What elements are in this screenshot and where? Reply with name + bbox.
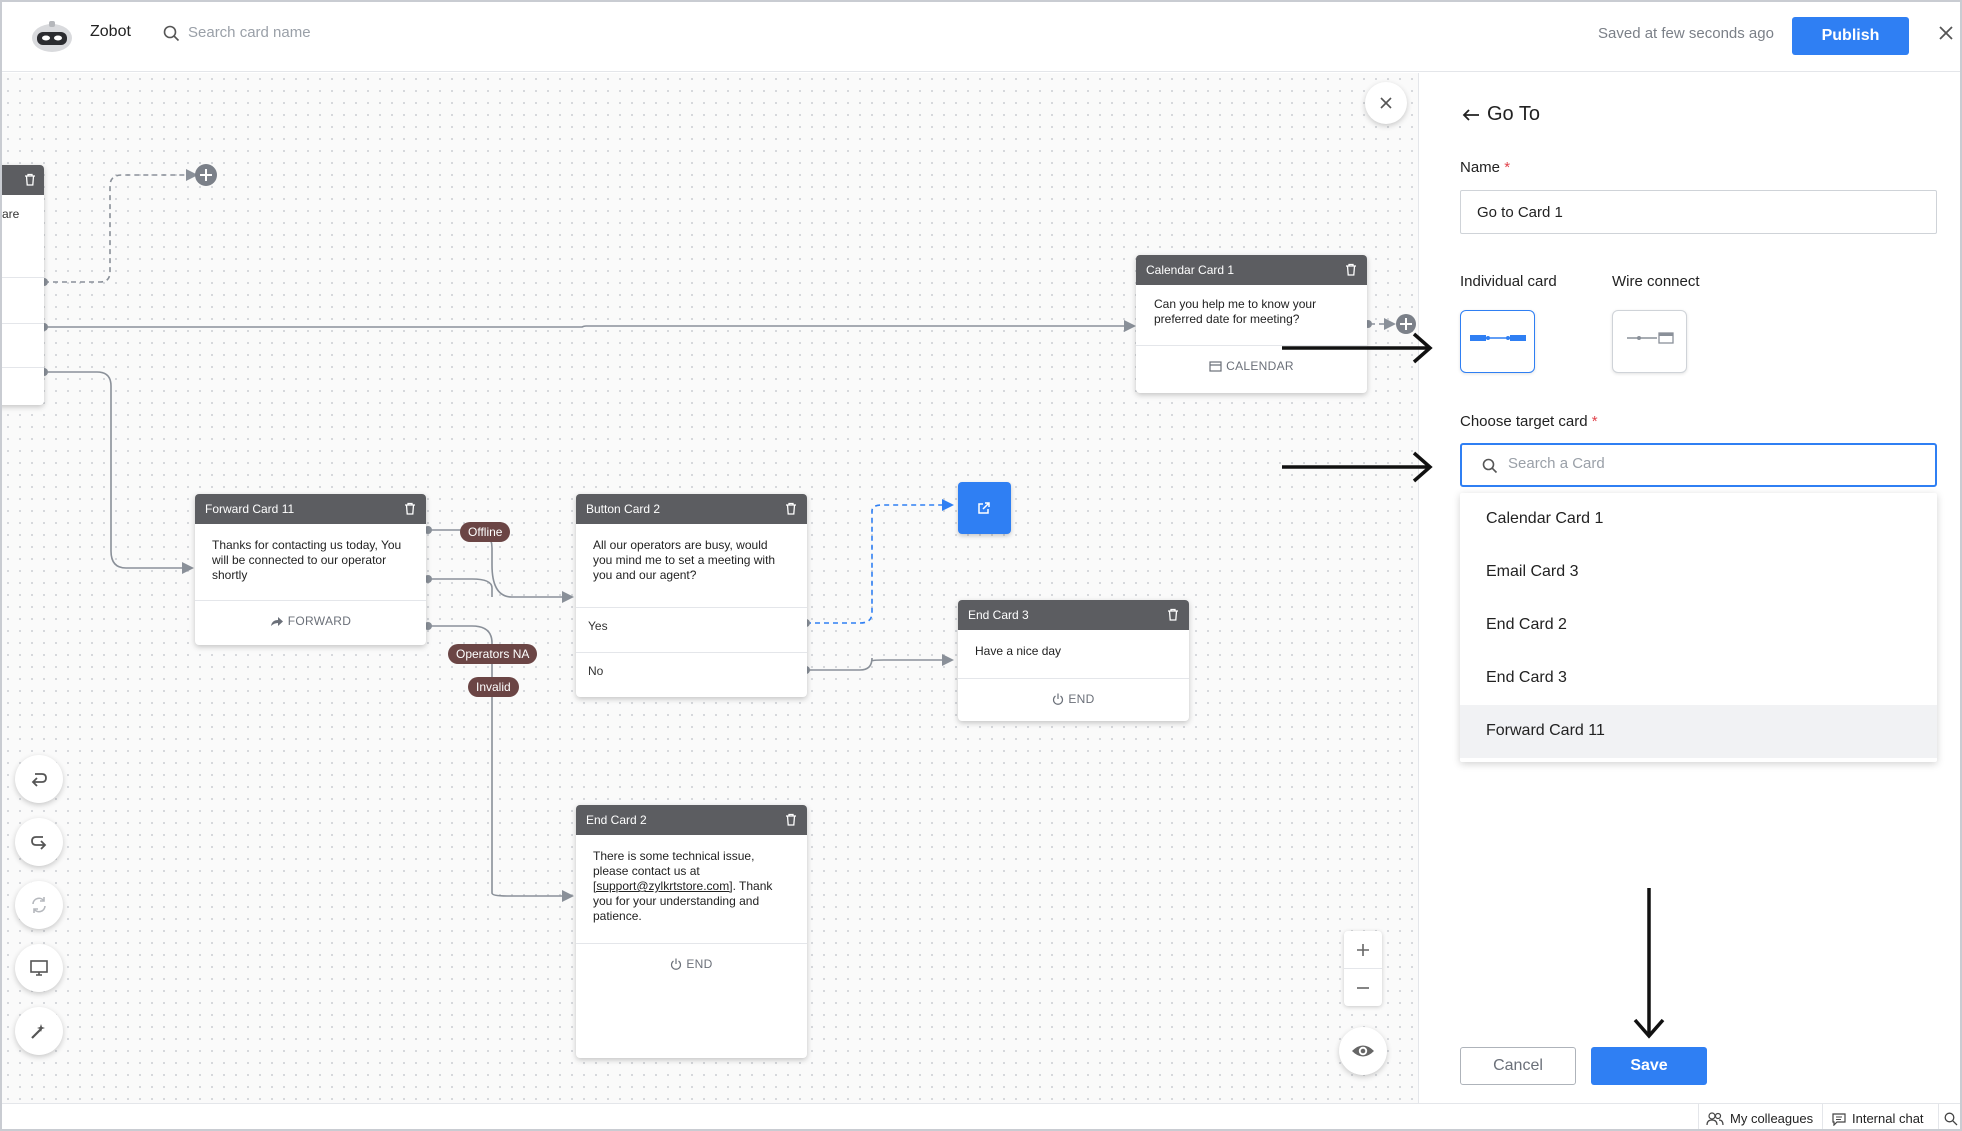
button-option-no[interactable]: No (576, 652, 807, 697)
button-card[interactable]: Button Card 2 All our operators are busy… (576, 494, 807, 697)
partial-card-text: are (2, 207, 20, 221)
support-email-link[interactable]: [support@zylkrtstore.com] (593, 879, 733, 893)
name-field[interactable] (1460, 190, 1937, 234)
eye-icon (1352, 1045, 1374, 1057)
card-search-input[interactable] (188, 24, 488, 41)
forward-icon (270, 617, 283, 626)
undo-icon (31, 773, 47, 787)
button-option-yes[interactable]: Yes (576, 607, 807, 652)
individual-card-label: Individual card (1460, 273, 1557, 290)
name-label: Name * (1460, 159, 1511, 176)
card-footer: CALENDAR (1136, 345, 1367, 386)
trash-icon[interactable] (785, 813, 797, 826)
card-message: Have a nice day (975, 644, 1062, 658)
undo-button[interactable] (15, 755, 63, 803)
dropdown-option[interactable]: Email Card 3 (1486, 563, 1579, 580)
app-name: Zobot (90, 23, 131, 40)
card-message: All our operators are busy, would you mi… (593, 538, 776, 582)
redo-icon (31, 836, 47, 850)
operators-na-tag: Operators NA (448, 644, 538, 664)
invalid-tag: Invalid (468, 677, 519, 697)
flow-canvas[interactable]: are Calendar Card 1 Can you help me to k… (2, 73, 1418, 1103)
external-link-icon (978, 502, 990, 514)
card-title: Calendar Card 1 (1146, 263, 1235, 277)
partial-card[interactable]: are (2, 165, 44, 405)
power-icon (671, 958, 682, 970)
offline-tag: Offline (460, 522, 511, 542)
trash-icon[interactable] (1167, 608, 1179, 621)
trash-icon[interactable] (1345, 263, 1357, 276)
monitor-icon (30, 960, 48, 976)
card-footer: END (576, 943, 807, 984)
trash-icon[interactable] (785, 502, 797, 515)
dropdown-option[interactable]: Calendar Card 1 (1486, 510, 1604, 527)
panel-title: Go To (1487, 103, 1540, 125)
card-title: Button Card 2 (586, 502, 661, 516)
plus-icon (1357, 944, 1369, 956)
wire-connect-icon (1627, 332, 1674, 344)
search-icon (163, 25, 180, 42)
search-icon (1482, 458, 1498, 474)
target-card-dropdown: Calendar Card 1 Email Card 3 End Card 2 … (1460, 493, 1937, 762)
target-card-search[interactable] (1460, 443, 1937, 487)
top-bar: Zobot Saved at few seconds ago Publish (2, 2, 1960, 72)
add-node-icon[interactable] (195, 164, 217, 186)
canvas-close-button[interactable] (1365, 82, 1407, 124)
end-card-3[interactable]: End Card 3 Have a nice day END (958, 600, 1189, 721)
add-node-icon[interactable] (1396, 314, 1416, 334)
end-card-2[interactable]: End Card 2 There is some technical issue… (576, 805, 807, 1058)
close-icon[interactable] (1936, 23, 1956, 43)
minus-icon (1357, 987, 1369, 989)
calendar-card[interactable]: Calendar Card 1 Can you help me to know … (1136, 255, 1367, 393)
view-button[interactable] (1339, 1027, 1387, 1075)
calendar-icon (1209, 361, 1222, 372)
chat-icon (1832, 1113, 1846, 1127)
card-message: There is some technical issue, please co… (593, 849, 773, 923)
redo-button[interactable] (15, 818, 63, 866)
bottom-bar: My colleagues Internal chat (2, 1103, 1960, 1129)
preview-button[interactable] (15, 944, 63, 992)
zoom-out-button[interactable] (1344, 968, 1382, 1005)
power-icon (1053, 693, 1064, 705)
card-message: Can you help me to know your preferred d… (1154, 297, 1317, 326)
internal-chat-button[interactable]: Internal chat (1832, 1111, 1924, 1127)
wire-connect-label: Wire connect (1612, 273, 1700, 290)
bot-logo (32, 21, 72, 52)
individual-card-option[interactable] (1460, 310, 1535, 373)
dropdown-option[interactable]: End Card 2 (1486, 616, 1567, 633)
wand-icon (31, 1024, 45, 1039)
trash-icon[interactable] (24, 173, 36, 186)
search-icon[interactable] (1944, 1112, 1958, 1126)
choose-target-label: Choose target card * (1460, 413, 1598, 430)
back-arrow-icon[interactable] (1461, 107, 1481, 123)
zoom-in-button[interactable] (1344, 931, 1382, 968)
trash-icon[interactable] (404, 502, 416, 515)
individual-card-icon (1470, 335, 1526, 341)
dropdown-option[interactable]: Forward Card 11 (1460, 705, 1937, 758)
publish-button[interactable]: Publish (1792, 17, 1909, 55)
wire-connect-option[interactable] (1612, 310, 1687, 373)
external-link-node[interactable] (958, 482, 1011, 534)
magic-button[interactable] (15, 1007, 63, 1055)
zoom-controls (1344, 931, 1382, 1006)
my-colleagues-button[interactable]: My colleagues (1706, 1111, 1813, 1126)
card-title: End Card 3 (968, 608, 1029, 622)
card-footer: FORWARD (195, 600, 426, 641)
card-title: End Card 2 (586, 813, 647, 827)
refresh-icon (32, 897, 46, 913)
card-footer: END (958, 678, 1189, 719)
forward-card[interactable]: Forward Card 11 Thanks for contacting us… (195, 494, 426, 645)
card-title: Forward Card 11 (205, 502, 295, 516)
cancel-button[interactable]: Cancel (1460, 1047, 1576, 1085)
card-message: Thanks for contacting us today, You will… (212, 538, 402, 582)
save-button[interactable]: Save (1591, 1047, 1707, 1085)
save-status: Saved at few seconds ago (1598, 25, 1774, 42)
target-card-search-input[interactable] (1508, 455, 1908, 472)
goto-config-panel: Go To Name * Individual card Wire connec… (1418, 73, 1960, 1103)
dropdown-option[interactable]: End Card 3 (1486, 669, 1567, 686)
close-icon (1380, 97, 1392, 109)
refresh-button[interactable] (15, 881, 63, 929)
colleagues-icon (1706, 1112, 1724, 1126)
